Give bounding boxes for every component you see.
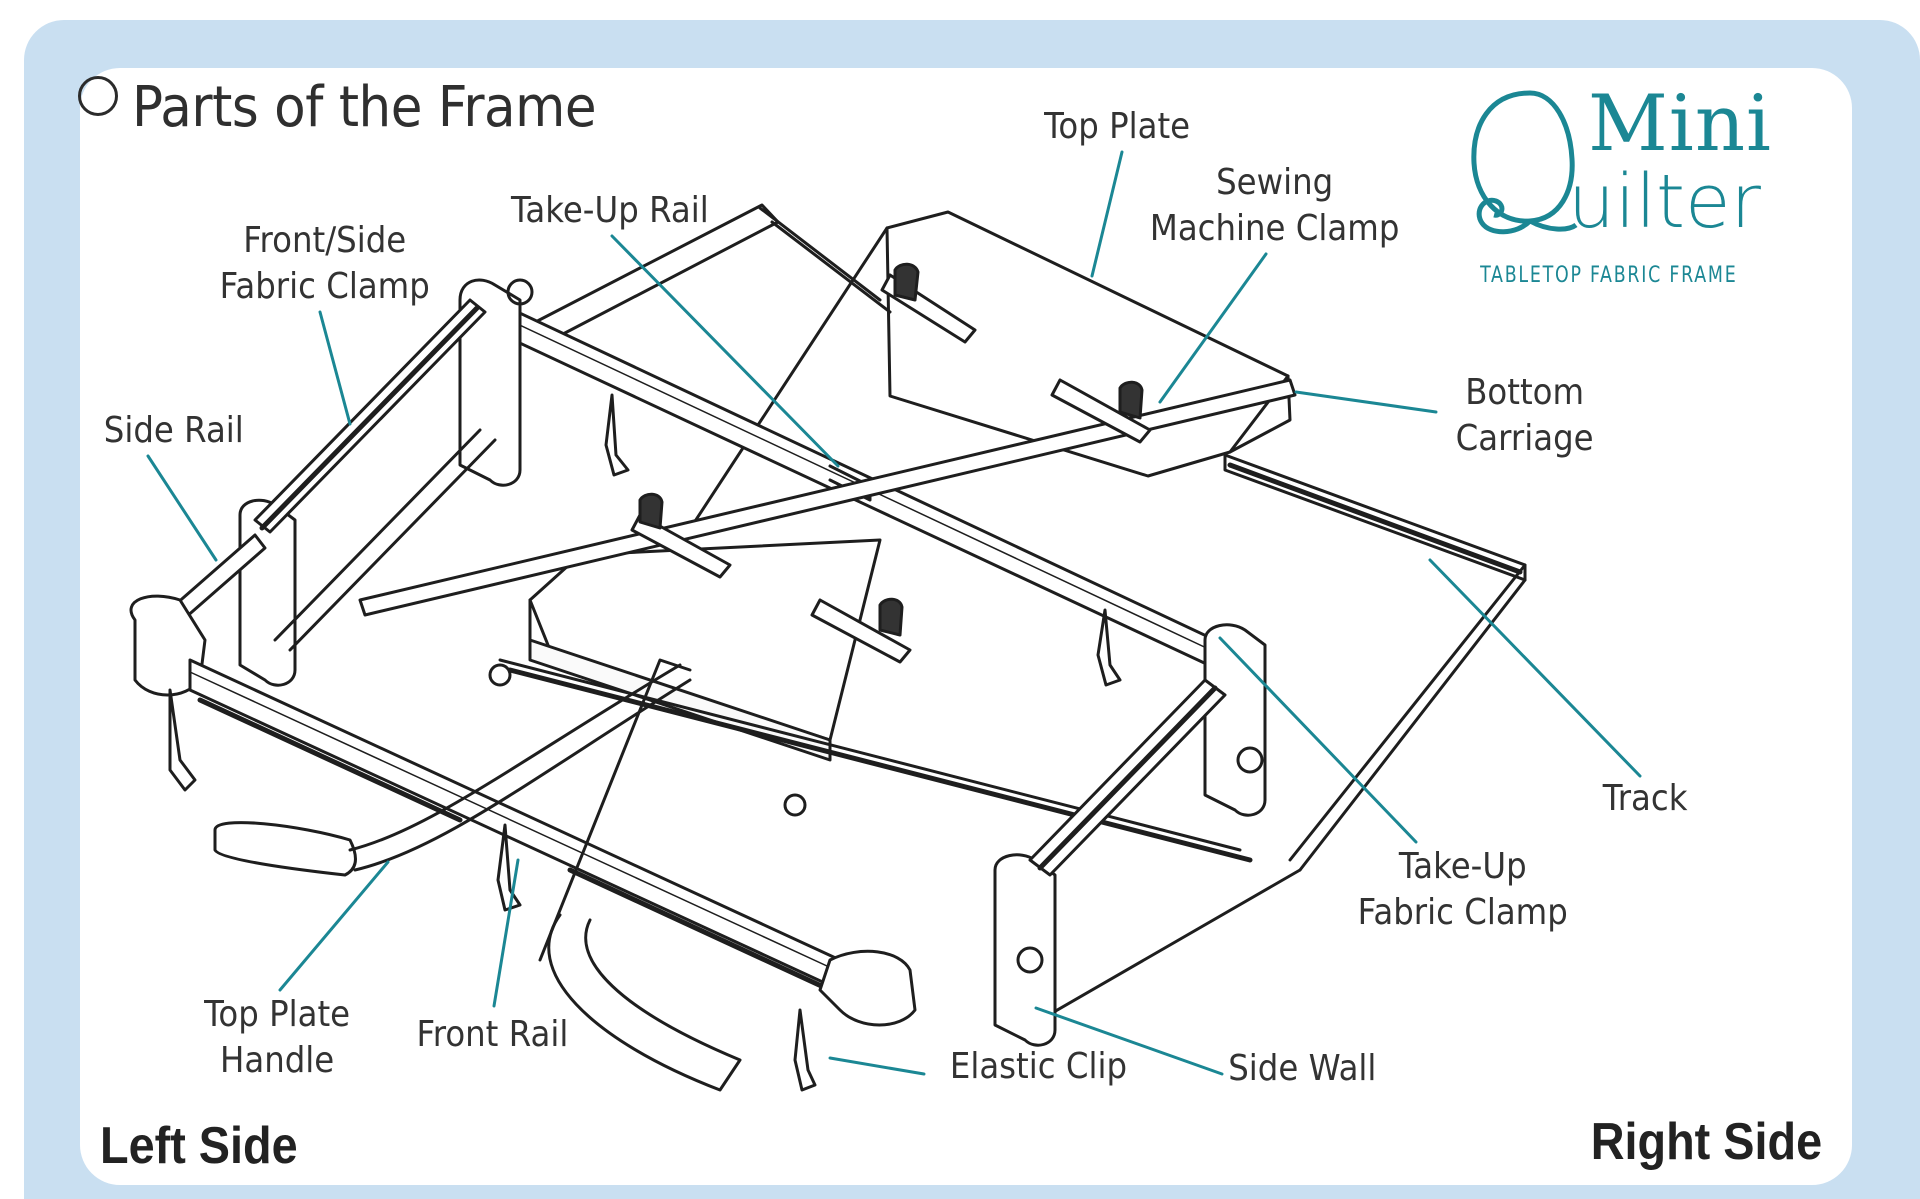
page-title: Parts of the Frame: [132, 75, 597, 140]
side-rail-left: [173, 428, 497, 652]
left-side-label: Left Side: [100, 1117, 298, 1175]
leader-front-side-fabric-clamp: [318, 310, 352, 426]
leader-take-up-rail: [610, 234, 840, 468]
label-front-rail: Front Rail: [416, 1014, 569, 1055]
left-corner-elbow: [129, 594, 207, 697]
leader-elastic-clip: [828, 1056, 926, 1076]
right-corner-elbow: [818, 949, 917, 1027]
logo-word-quilter: uilter: [1568, 159, 1761, 245]
label-sewing-machine-clamp: Sewing Machine Clamp: [1149, 162, 1400, 249]
track: [1038, 453, 1527, 1022]
label-take-up-fabric-clamp: Take-Up Fabric Clamp: [1357, 846, 1568, 933]
label-top-plate-handle: Top Plate Handle: [204, 994, 351, 1081]
mini-quilter-logo: Mini uilter TABLETOP FABRIC FRAME: [1468, 85, 1788, 295]
label-side-wall: Side Wall: [1228, 1048, 1377, 1089]
leader-take-up-fabric-clamp: [1218, 636, 1418, 844]
take-up-fabric-clamp-right: [1028, 678, 1227, 877]
leader-front-rail: [492, 858, 520, 1008]
label-top-plate: Top Plate: [1044, 106, 1191, 147]
right-side-label: Right Side: [1590, 1113, 1822, 1171]
right-side-wall-front: [993, 853, 1057, 1047]
leader-side-wall: [1034, 1006, 1224, 1076]
label-take-up-rail: Take-Up Rail: [510, 190, 709, 231]
logo-q-swirl-icon: [1471, 90, 1578, 235]
label-bottom-carriage: Bottom Carriage: [1455, 372, 1594, 459]
sewing-machine-clamps: [630, 262, 1152, 664]
bottom-carriage: [358, 378, 1297, 863]
leader-side-rail: [146, 454, 218, 562]
label-track: Track: [1602, 778, 1688, 819]
checkbox-circle-icon: [78, 76, 118, 116]
leader-top-plate: [1090, 150, 1124, 278]
label-side-rail: Side Rail: [103, 410, 244, 451]
logo-word-mini: Mini: [1588, 79, 1772, 169]
leader-top-plate-handle: [278, 860, 390, 992]
leader-lines: [146, 150, 1642, 1076]
leader-sewing-machine-clamp: [1158, 252, 1268, 404]
leader-bottom-carriage: [1294, 390, 1438, 414]
front-side-fabric-clamp-left: [253, 298, 487, 534]
logo-tagline: TABLETOP FABRIC FRAME: [1480, 263, 1738, 288]
label-elastic-clip: Elastic Clip: [949, 1046, 1128, 1087]
leader-track: [1428, 558, 1642, 778]
top-plate-handle: [213, 658, 742, 1092]
front-plate: [528, 538, 882, 762]
right-side-wall-back: [1203, 623, 1267, 817]
title-block: Parts of the Frame: [78, 74, 637, 136]
elastic-clips: [168, 393, 1122, 1092]
label-front-side-fabric-clamp: Front/Side Fabric Clamp: [219, 220, 430, 307]
